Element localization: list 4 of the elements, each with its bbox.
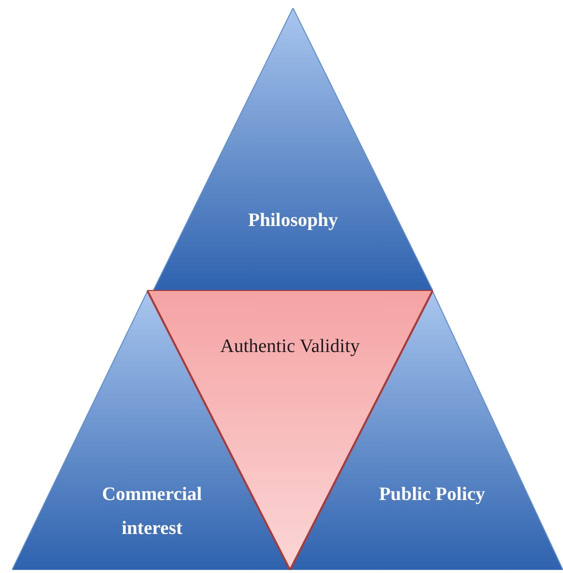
triangle-label: Philosophy: [248, 209, 338, 233]
triangle-label: Commercial interest: [101, 483, 203, 541]
triangle-label: Authentic Validity: [220, 335, 360, 359]
triangle-label: Public Policy: [378, 483, 486, 507]
